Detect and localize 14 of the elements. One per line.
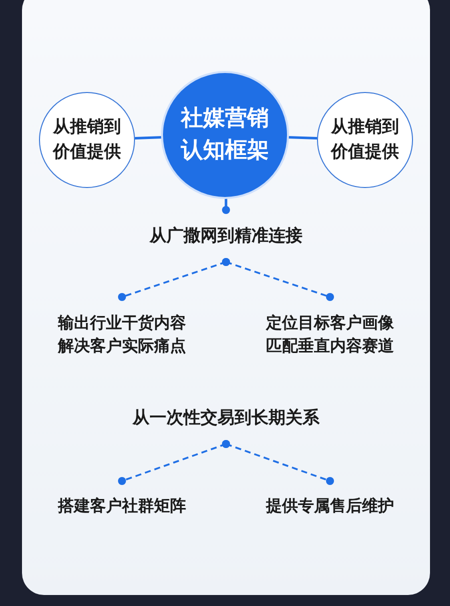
node-text: 从推销到价值提供 bbox=[330, 116, 400, 164]
node-text: 输出行业干货内容解决客户实际痛点 bbox=[56, 312, 187, 357]
connector-line bbox=[134, 136, 164, 140]
node-text: 从推销到价值提供 bbox=[52, 116, 122, 164]
node-text: 从一次性交易到长期关系 bbox=[131, 406, 320, 430]
node-text: 社媒营销认知框架 bbox=[180, 105, 270, 165]
connector-line bbox=[222, 258, 334, 301]
connector-line bbox=[222, 197, 230, 214]
connector-line bbox=[286, 136, 318, 140]
node-text: 定位目标客户画像匹配垂直内容赛道 bbox=[264, 312, 395, 357]
node-text: 搭建客户社群矩阵 bbox=[56, 495, 187, 518]
node-text: 提供专属售后维护 bbox=[264, 495, 395, 518]
connector-line bbox=[222, 440, 334, 485]
node-text: 从广撒网到精准连接 bbox=[148, 224, 304, 248]
